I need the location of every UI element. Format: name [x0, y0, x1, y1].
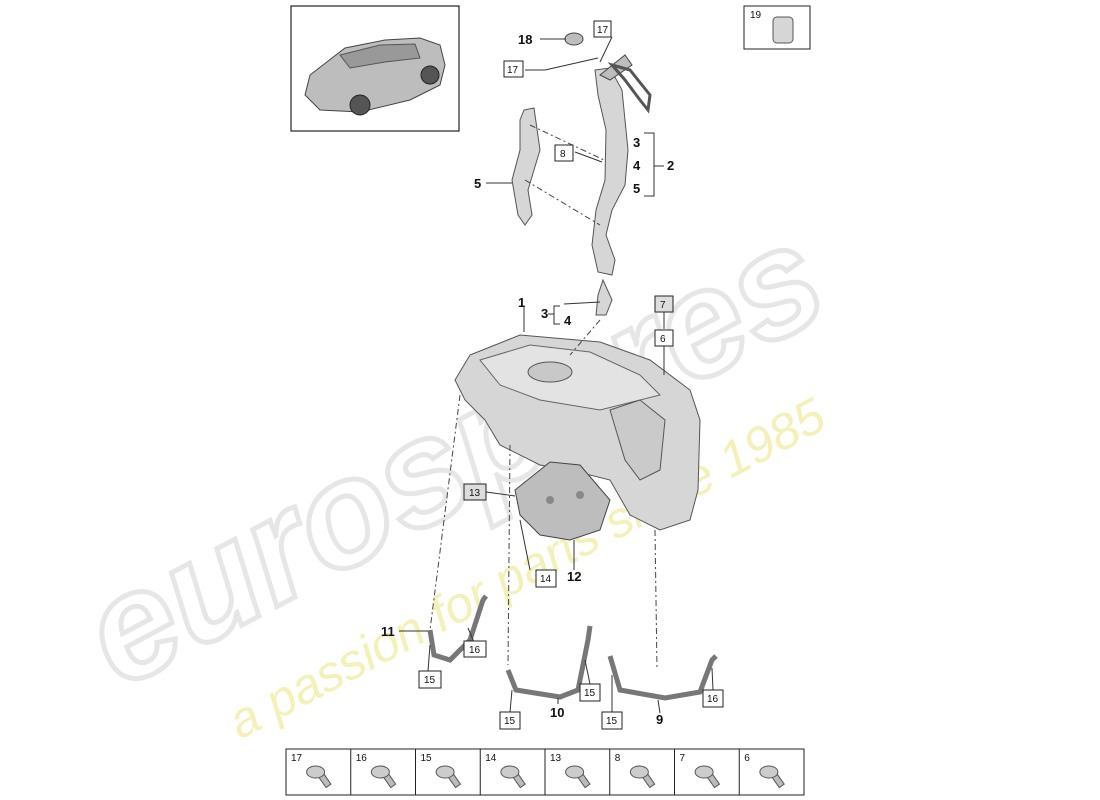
box-6: 6: [660, 334, 666, 345]
parts-strip: 17 16 15 14 13 8 7 6: [285, 748, 805, 796]
strip-tile-16: 16: [350, 749, 397, 795]
boxed-callouts: 17 17 8 7 6 13 14 16 15 15 15 15 16: [418, 20, 724, 730]
callout-11: 11: [381, 624, 395, 639]
bottle-icon: [772, 16, 794, 44]
strip-tile-15: 15: [415, 749, 462, 795]
callout-5b: 5: [633, 181, 640, 196]
box-15c: 15: [504, 716, 516, 727]
fuel-tank: [454, 334, 701, 531]
alignment-lines: [429, 124, 658, 671]
callouts: 18 3 4 2 5 5 1 3 4 12 11 10 9: [381, 32, 674, 727]
car-icon: [304, 37, 446, 116]
strip-label-14: 14: [485, 753, 497, 764]
box-13: 13: [469, 488, 481, 499]
bolt-flange-icon: [306, 765, 332, 789]
box-8: 8: [560, 149, 566, 160]
strip-tile-8: 8: [609, 749, 656, 795]
box-19-label: 19: [750, 10, 762, 21]
box-16b: 16: [707, 694, 719, 705]
leader-lines: [399, 36, 714, 714]
box-16a: 16: [469, 645, 481, 656]
heat-shield-12: [514, 461, 611, 541]
bracket-5: [511, 107, 541, 226]
filler-cap: [564, 32, 584, 46]
strip-label-8: 8: [615, 753, 621, 764]
strip-label-13: 13: [550, 753, 562, 764]
strap-10: [505, 625, 593, 700]
connector-icon: [759, 765, 785, 789]
box-15a: 15: [424, 675, 436, 686]
box-15b: 15: [584, 688, 596, 699]
box-14: 14: [540, 574, 552, 585]
callout-10: 10: [550, 705, 564, 720]
vehicle-thumbnail: [290, 5, 460, 132]
strap-11: [427, 594, 488, 663]
strip-tile-6: 6: [738, 749, 785, 795]
strip-tile-7: 7: [674, 749, 721, 795]
callout-5a: 5: [474, 176, 481, 191]
strip-tile-13: 13: [544, 749, 591, 795]
strip-label-7: 7: [680, 753, 686, 764]
box-15d: 15: [606, 716, 618, 727]
part-19-bottle: 19: [743, 5, 811, 50]
strip-label-17: 17: [291, 753, 303, 764]
callout-12: 12: [567, 569, 581, 584]
clip-double-icon: [694, 765, 721, 789]
strip-label-16: 16: [356, 753, 368, 764]
callout-18: 18: [518, 32, 532, 47]
strip-label-15: 15: [421, 753, 433, 764]
callout-3b: 3: [541, 306, 548, 321]
strip-tile-17: 17: [291, 753, 332, 789]
hose-connector: [595, 278, 613, 316]
bolt-long-icon: [370, 765, 397, 789]
callout-4a: 4: [633, 158, 641, 173]
nut-icon: [500, 765, 526, 789]
clip-icon: [629, 765, 656, 789]
callout-1: 1: [518, 295, 525, 310]
callout-4b: 4: [564, 313, 572, 328]
strip-label-6: 6: [744, 753, 750, 764]
filler-neck: [564, 32, 652, 316]
strap-9: [607, 654, 718, 701]
box-17b: 17: [507, 65, 519, 76]
callout-9: 9: [656, 712, 663, 727]
callout-3a: 3: [633, 135, 640, 150]
strip-tile-14: 14: [479, 749, 526, 795]
box-7: 7: [660, 300, 666, 311]
box-17a: 17: [597, 25, 609, 36]
callout-2: 2: [667, 158, 674, 173]
bolt-washer-icon: [435, 765, 462, 789]
grommet-icon: [565, 765, 591, 789]
